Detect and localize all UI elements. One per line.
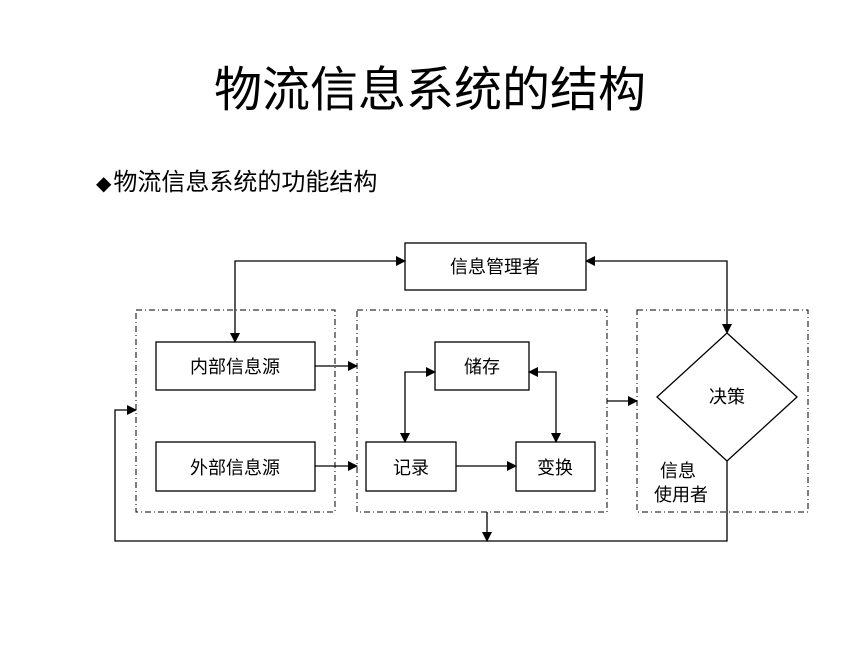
sources-group <box>135 309 336 513</box>
external-source-label: 外部信息源 <box>190 458 280 479</box>
feedback-line <box>114 405 728 542</box>
arrow-storage-transform <box>528 367 561 443</box>
processing-group <box>356 309 608 513</box>
section-heading-text: 物流信息系统的功能结构 <box>113 168 378 196</box>
user-label-line1: 信息 <box>660 461 696 482</box>
section-heading: ◆物流信息系统的功能结构 <box>96 165 377 200</box>
transform-label: 变换 <box>537 458 573 479</box>
storage-label: 储存 <box>464 357 500 378</box>
decision-label: 决策 <box>709 387 745 408</box>
slide-title: 物流信息系统的结构 <box>213 62 646 118</box>
internal-source-label: 内部信息源 <box>190 357 280 378</box>
record-label: 记录 <box>393 458 429 479</box>
arrow-manager-internal <box>230 256 406 343</box>
storage-box <box>434 341 530 391</box>
user-label-line2: 使用者 <box>654 485 708 506</box>
arrow-storage-record <box>400 367 436 443</box>
manager-label: 信息管理者 <box>450 257 540 278</box>
transform-box <box>515 441 596 492</box>
user-group <box>636 309 809 513</box>
arrow-manager-decision <box>585 256 732 334</box>
diamond-bullet-icon: ◆ <box>96 171 112 195</box>
